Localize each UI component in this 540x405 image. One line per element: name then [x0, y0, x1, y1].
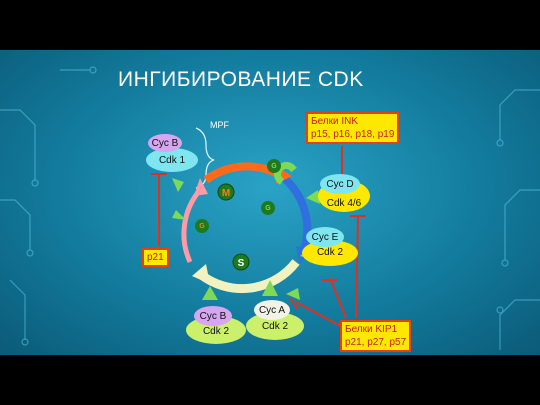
phase-g1-label: G [265, 205, 271, 212]
kip-line1: Белки KIP1 [345, 324, 398, 335]
cycd-cdk46-cdk-label: Cdk 4/6 [326, 198, 362, 209]
phase-s-label: S [238, 258, 245, 269]
cyce-cdk2-cyc-label: Cyc E [311, 232, 339, 243]
ink-line2: p15, p16, p18, p19 [311, 129, 395, 140]
ink-line1: Белки INK [311, 116, 359, 127]
cycb-cdk1-cdk-label: Cdk 1 [158, 155, 186, 166]
ink-proteins-box: Белки INK p15, p16, p18, p19 [306, 112, 400, 144]
inhibition-lines [151, 146, 366, 329]
phase-g0-node: G [267, 159, 281, 173]
cycb2-pill [194, 306, 232, 326]
cycb-cdk2-cdk-label: Cdk 2 [202, 326, 230, 337]
cyce-pill [306, 227, 344, 247]
phase-g1-node: G [261, 201, 275, 215]
phase-g2-node: G [195, 219, 209, 233]
p21-box: p21 [142, 248, 169, 267]
phase-m-label: M [222, 188, 230, 199]
mpf-brace [195, 127, 215, 189]
kip-line2: p21, p27, p57 [345, 337, 407, 348]
cycd-cdk46-cyc-label: Cyc D [326, 179, 354, 190]
cycb-cdk2-cyc-label: Cyc B [199, 311, 227, 322]
cdk1-pill [146, 148, 198, 172]
cyca-pill [254, 300, 290, 320]
slide: ИНГИБИРОВАНИЕ CDK MPF Cyc B Cdk 1 Cyc D … [0, 50, 540, 355]
phase-g2-label: G [199, 223, 205, 230]
mpf-label: MPF [210, 120, 229, 130]
cycb-pill [148, 134, 182, 152]
phase-s-node: S [232, 253, 250, 271]
cycb-cdk1-cyc-label: Cyc B [151, 138, 179, 149]
phase-nodes: M S G G G [195, 159, 281, 271]
page-title: ИНГИБИРОВАНИЕ CDK [118, 68, 364, 91]
cyca-cdk2-cdk-label: Cdk 2 [261, 321, 289, 332]
kip-proteins-box: Белки KIP1 p21, p27, p57 [340, 320, 412, 352]
p21-label: p21 [147, 252, 164, 263]
cyca-cdk2-cyc-label: Cyc A [258, 305, 286, 316]
phase-g0-label: G [271, 163, 277, 170]
cyce-cdk2-cdk-label: Cdk 2 [316, 247, 344, 258]
cycd-pill [320, 174, 360, 194]
phase-m-node: M [217, 183, 235, 201]
circuit-decoration [0, 66, 540, 350]
